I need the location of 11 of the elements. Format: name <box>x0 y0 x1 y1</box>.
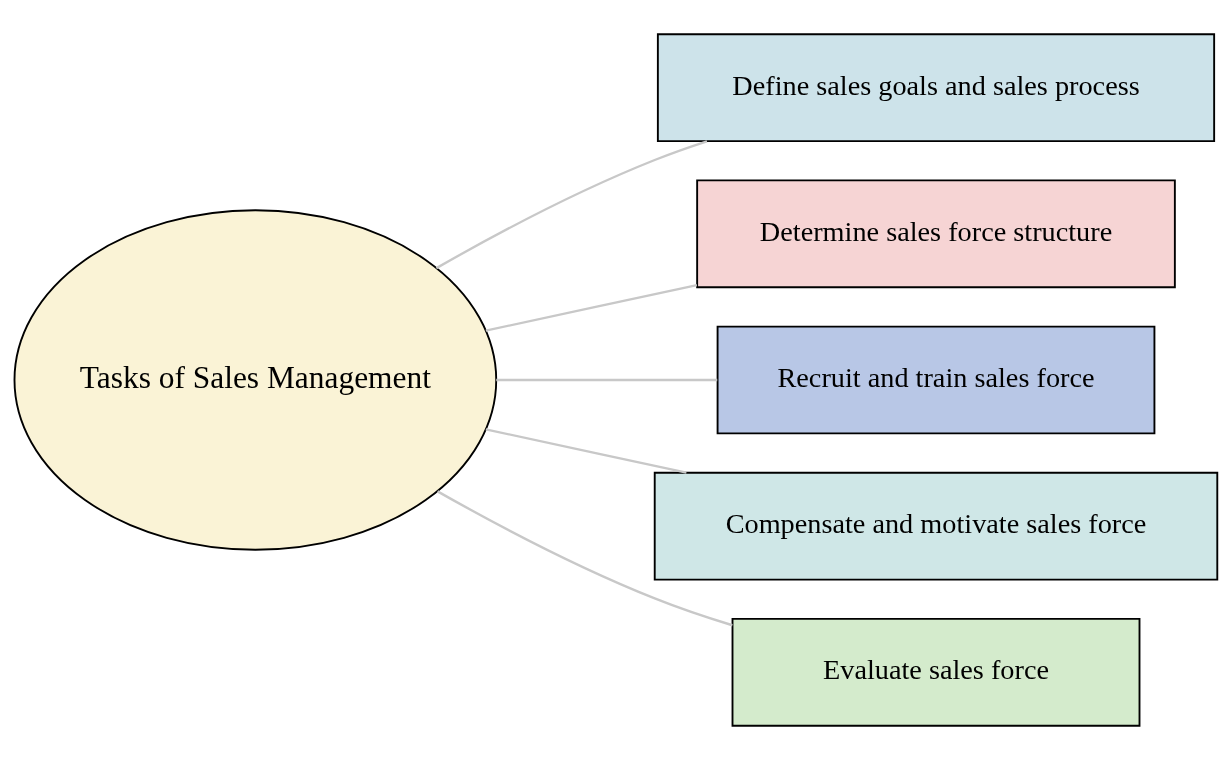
node-box: Determine sales force structure <box>696 179 1176 288</box>
node-ellipse: Tasks of Sales Management <box>13 208 498 551</box>
node-box: Evaluate sales force <box>731 617 1141 727</box>
connector <box>485 427 687 474</box>
node-box: Compensate and motivate sales force <box>653 471 1219 580</box>
connector <box>485 283 698 332</box>
connector <box>496 378 718 381</box>
connector <box>436 489 733 626</box>
node-box: Recruit and train sales force <box>716 325 1156 434</box>
node-box: Define sales goals and sales process <box>656 32 1216 142</box>
connector <box>435 139 708 269</box>
